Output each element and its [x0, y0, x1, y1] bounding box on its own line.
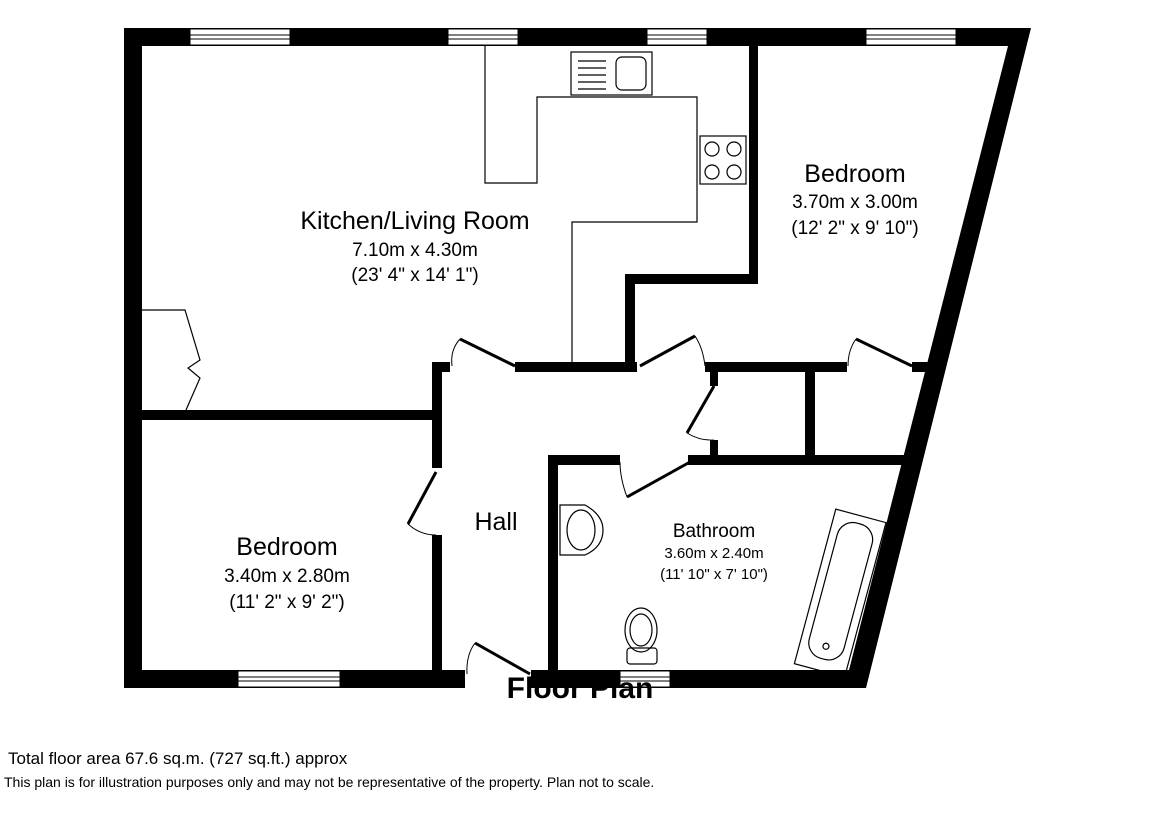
room-metric: 3.60m x 2.40m	[664, 545, 763, 562]
plan-title: Floor Plan	[507, 672, 654, 705]
wardrobe	[142, 309, 201, 411]
room-name: Bathroom	[673, 521, 755, 542]
entrance-door-gap	[465, 669, 531, 689]
room-name: Kitchen/Living Room	[300, 207, 529, 235]
hob-icon	[699, 135, 747, 185]
interior-walls	[142, 46, 934, 685]
room-imperial: (12' 2" x 9' 10")	[791, 218, 918, 239]
window	[619, 670, 671, 688]
kitchen-counter	[484, 46, 698, 362]
windows	[189, 28, 957, 688]
window	[447, 28, 519, 46]
room-name: Bedroom	[236, 533, 337, 561]
window	[189, 28, 291, 46]
room-imperial: (23' 4" x 14' 1")	[351, 265, 478, 286]
doors	[406, 334, 913, 676]
room-imperial: (11' 10" x 7' 10")	[660, 566, 768, 583]
room-metric: 3.70m x 3.00m	[792, 192, 918, 213]
total-floor-area: Total floor area 67.6 sq.m. (727 sq.ft.)…	[8, 749, 348, 768]
basin-icon	[559, 504, 604, 556]
sink-icon	[570, 51, 653, 96]
room-name: Hall	[474, 508, 517, 536]
room-metric: 3.40m x 2.80m	[224, 566, 350, 587]
room-name: Bedroom	[804, 160, 905, 188]
window	[237, 670, 341, 688]
bath-icon	[793, 508, 887, 678]
room-imperial: (11' 2" x 9' 2")	[229, 592, 344, 613]
disclaimer: This plan is for illustration purposes o…	[4, 774, 655, 790]
room-metric: 7.10m x 4.30m	[352, 240, 478, 261]
window	[646, 28, 708, 46]
window	[865, 28, 957, 46]
toilet-icon	[624, 607, 658, 665]
